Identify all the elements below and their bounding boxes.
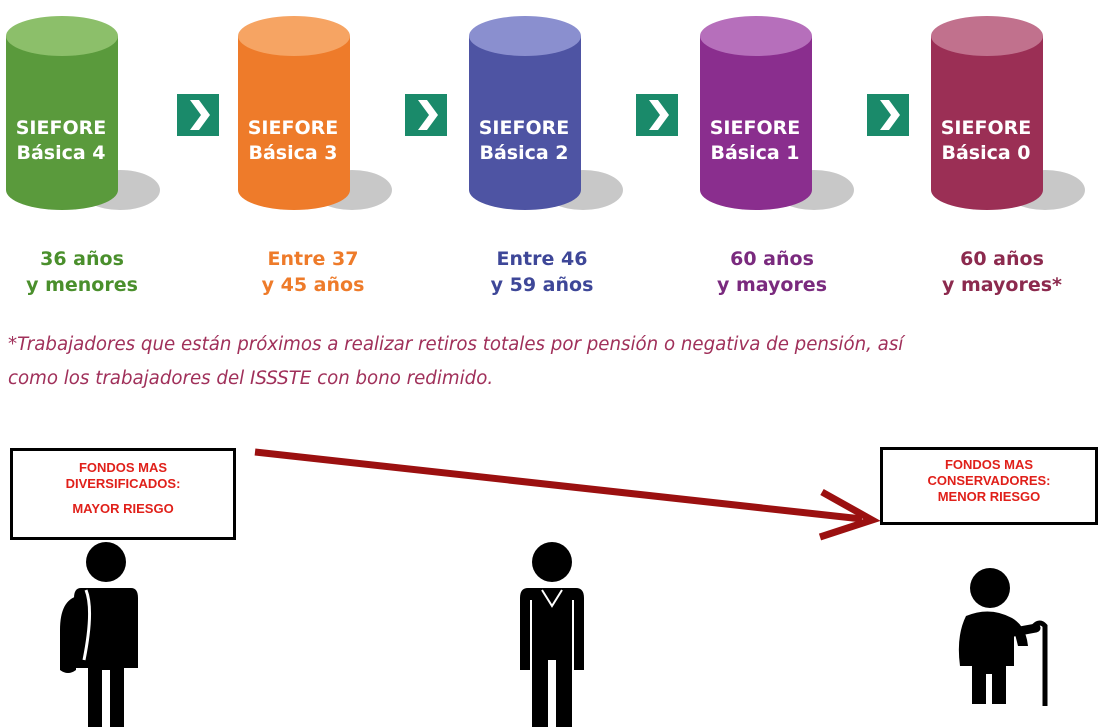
elderly-person-with-cane-icon bbox=[958, 568, 1048, 706]
cylinder-shape bbox=[931, 16, 1085, 210]
low-risk-label-box: FONDOS MAS CONSERVADORES: MENOR RIESGO bbox=[880, 447, 1098, 525]
chevron-right-icon bbox=[177, 94, 219, 136]
adult-person-icon bbox=[520, 542, 584, 727]
young-person-with-backpack-icon bbox=[60, 542, 138, 727]
cylinder-shape bbox=[469, 16, 623, 210]
chevron-right-icon bbox=[405, 94, 447, 136]
chevron-right-icon bbox=[867, 94, 909, 136]
cylinder-shape bbox=[700, 16, 854, 210]
cylinder-shape bbox=[6, 16, 160, 210]
chevron-right-icon bbox=[636, 94, 678, 136]
cylinder-shape bbox=[238, 16, 392, 210]
footnote: *Trabajadores que están próximos a reali… bbox=[8, 334, 904, 389]
high-risk-label-box: FONDOS MAS DIVERSIFICADOS: MAYOR RIESGO bbox=[10, 448, 236, 540]
